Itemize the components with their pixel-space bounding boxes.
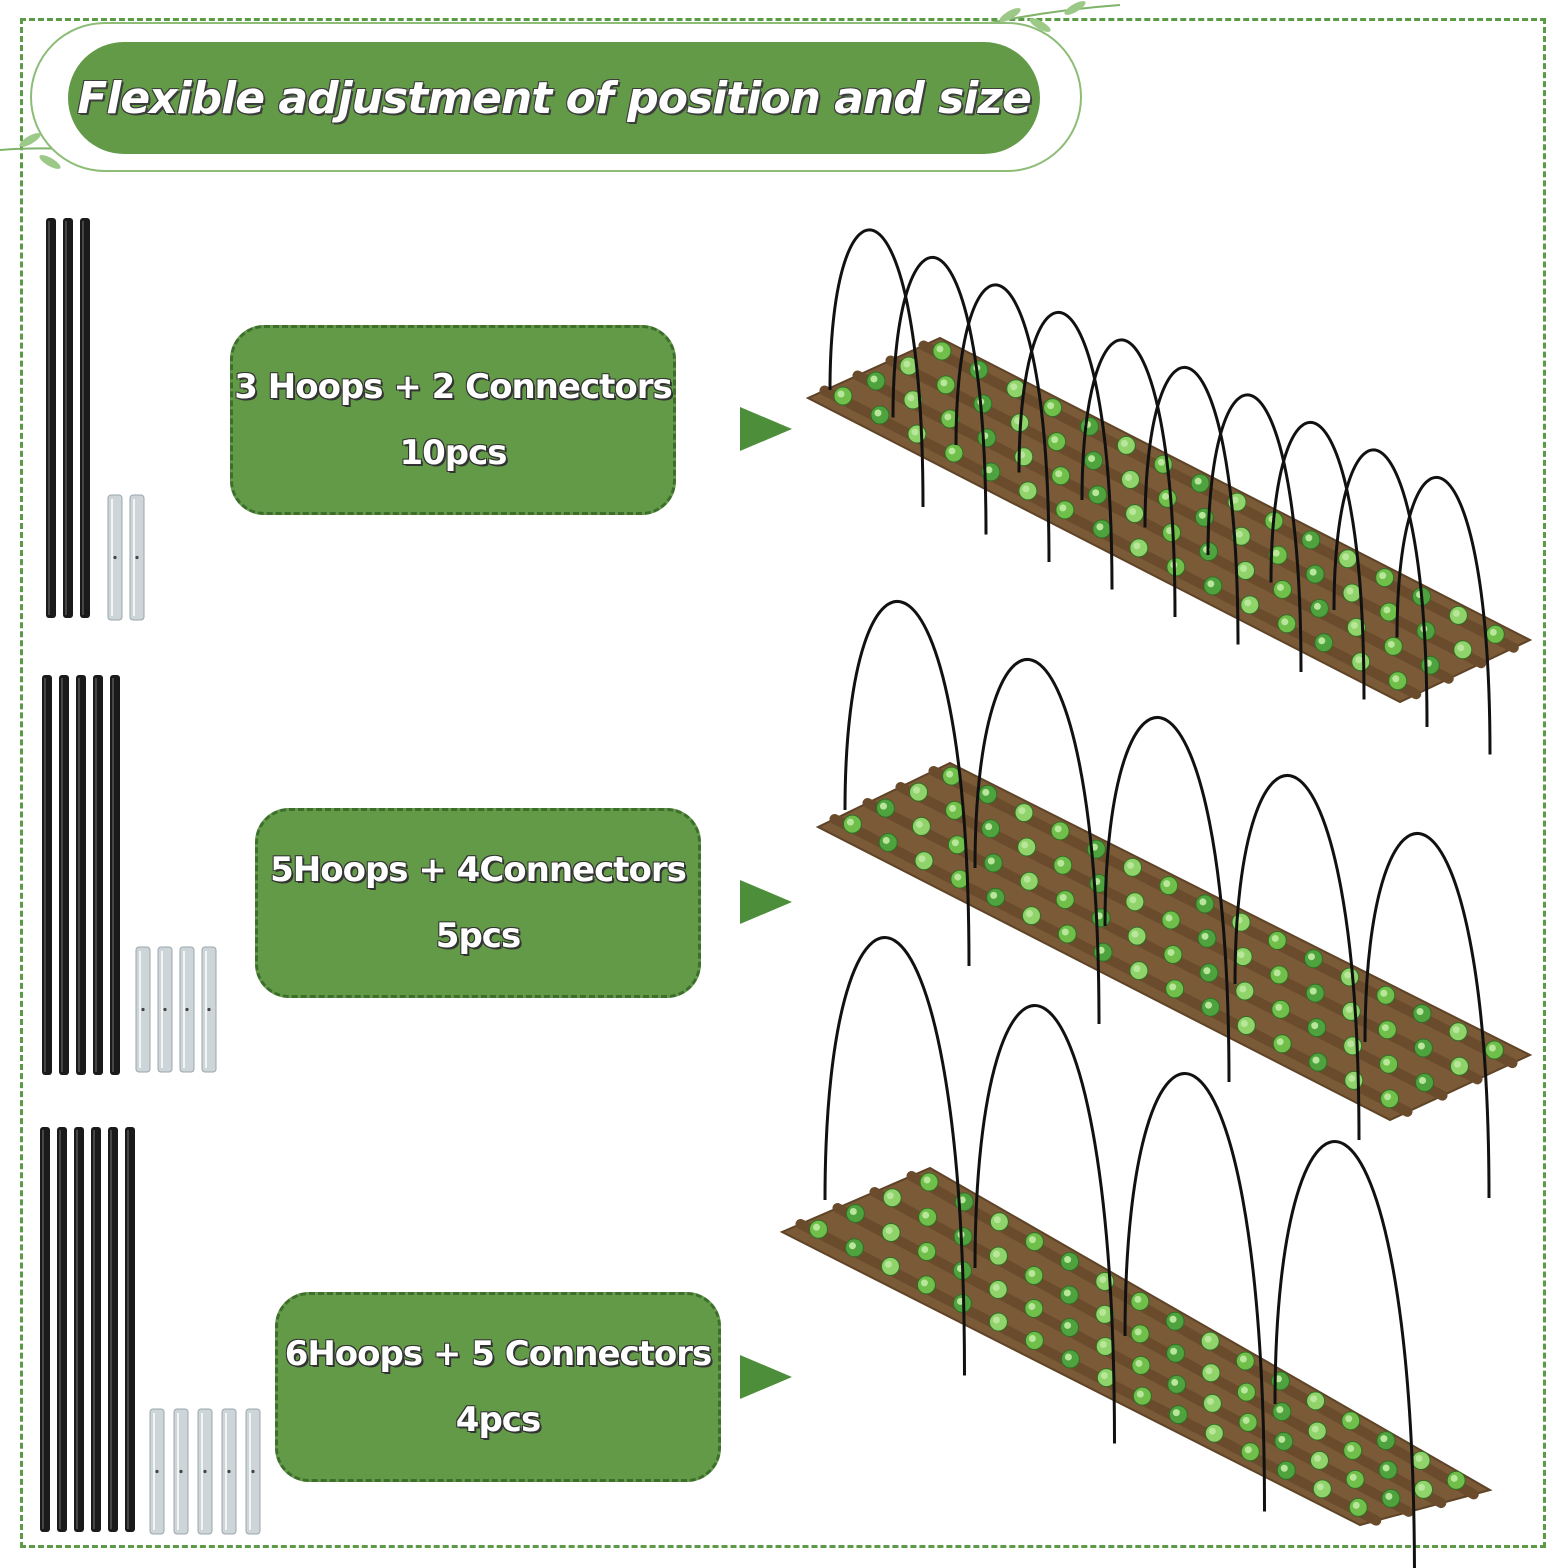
hoop-pole	[110, 675, 120, 1075]
hoop-arch	[1143, 366, 1240, 645]
option-label-box: 3 Hoops + 2 Connectors 10pcs	[230, 325, 676, 515]
arrow-right-icon	[740, 1355, 792, 1399]
hoop-arch	[1123, 1072, 1266, 1512]
arrow-right-icon	[740, 407, 792, 451]
option-config: 3 Hoops + 2 Connectors	[234, 367, 672, 407]
hoop-arch	[954, 283, 1051, 563]
option-quantity: 4pcs	[455, 1400, 541, 1440]
garden-bed-illustration	[779, 936, 1493, 1568]
hoop-arch	[973, 658, 1101, 1025]
title-banner: Flexible adjustment of position and size	[68, 42, 1040, 154]
hoop-arch	[1080, 338, 1177, 618]
hoop-pole	[125, 1127, 135, 1532]
hoop-arch	[1233, 774, 1361, 1141]
hoop-pole	[76, 675, 86, 1075]
hoop-arch	[1273, 1140, 1416, 1568]
hoop-arch	[823, 936, 966, 1376]
page-title: Flexible adjustment of position and size	[77, 72, 1032, 124]
poles-illustration	[42, 675, 217, 1075]
hoop-pole	[42, 675, 52, 1075]
hoop-arch	[1332, 448, 1429, 728]
option-quantity: 10pcs	[399, 433, 507, 473]
garden-bed-illustration	[805, 228, 1533, 755]
hoop-arch	[843, 600, 971, 967]
hoop-arch	[891, 256, 988, 535]
hoop-pole	[91, 1127, 101, 1532]
hoop-arch	[973, 1004, 1116, 1444]
hoop-arch	[1363, 832, 1491, 1199]
hoop-pole	[74, 1127, 84, 1532]
option-label-box: 6Hoops + 5 Connectors 4pcs	[275, 1292, 721, 1482]
hoop-arch	[1395, 476, 1492, 755]
hoop-pole	[80, 218, 90, 618]
hoop-arch	[1206, 393, 1303, 673]
option-quantity: 5pcs	[435, 916, 521, 956]
option-config: 6Hoops + 5 Connectors	[284, 1334, 713, 1374]
poles-illustration	[40, 1127, 261, 1535]
hoop-pole	[46, 218, 56, 618]
hoop-arch	[828, 228, 925, 508]
option-label-box: 5Hoops + 4Connectors 5pcs	[255, 808, 701, 998]
hoop-pole	[40, 1127, 50, 1532]
hoop-pole	[57, 1127, 67, 1532]
hoop-arch	[1269, 421, 1366, 700]
hoop-pole	[93, 675, 103, 1075]
dashed-frame	[20, 18, 1546, 1548]
hoop-arch	[1017, 311, 1114, 590]
leaf-decoration-icon	[979, 1, 1121, 32]
option-config: 5Hoops + 4Connectors	[270, 850, 687, 890]
hoop-arch	[1103, 716, 1231, 1083]
poles-illustration	[46, 218, 145, 621]
arrow-right-icon	[740, 880, 792, 924]
garden-bed-illustration	[815, 600, 1533, 1199]
hoop-pole	[108, 1127, 118, 1532]
hoop-pole	[63, 218, 73, 618]
hoop-pole	[59, 675, 69, 1075]
